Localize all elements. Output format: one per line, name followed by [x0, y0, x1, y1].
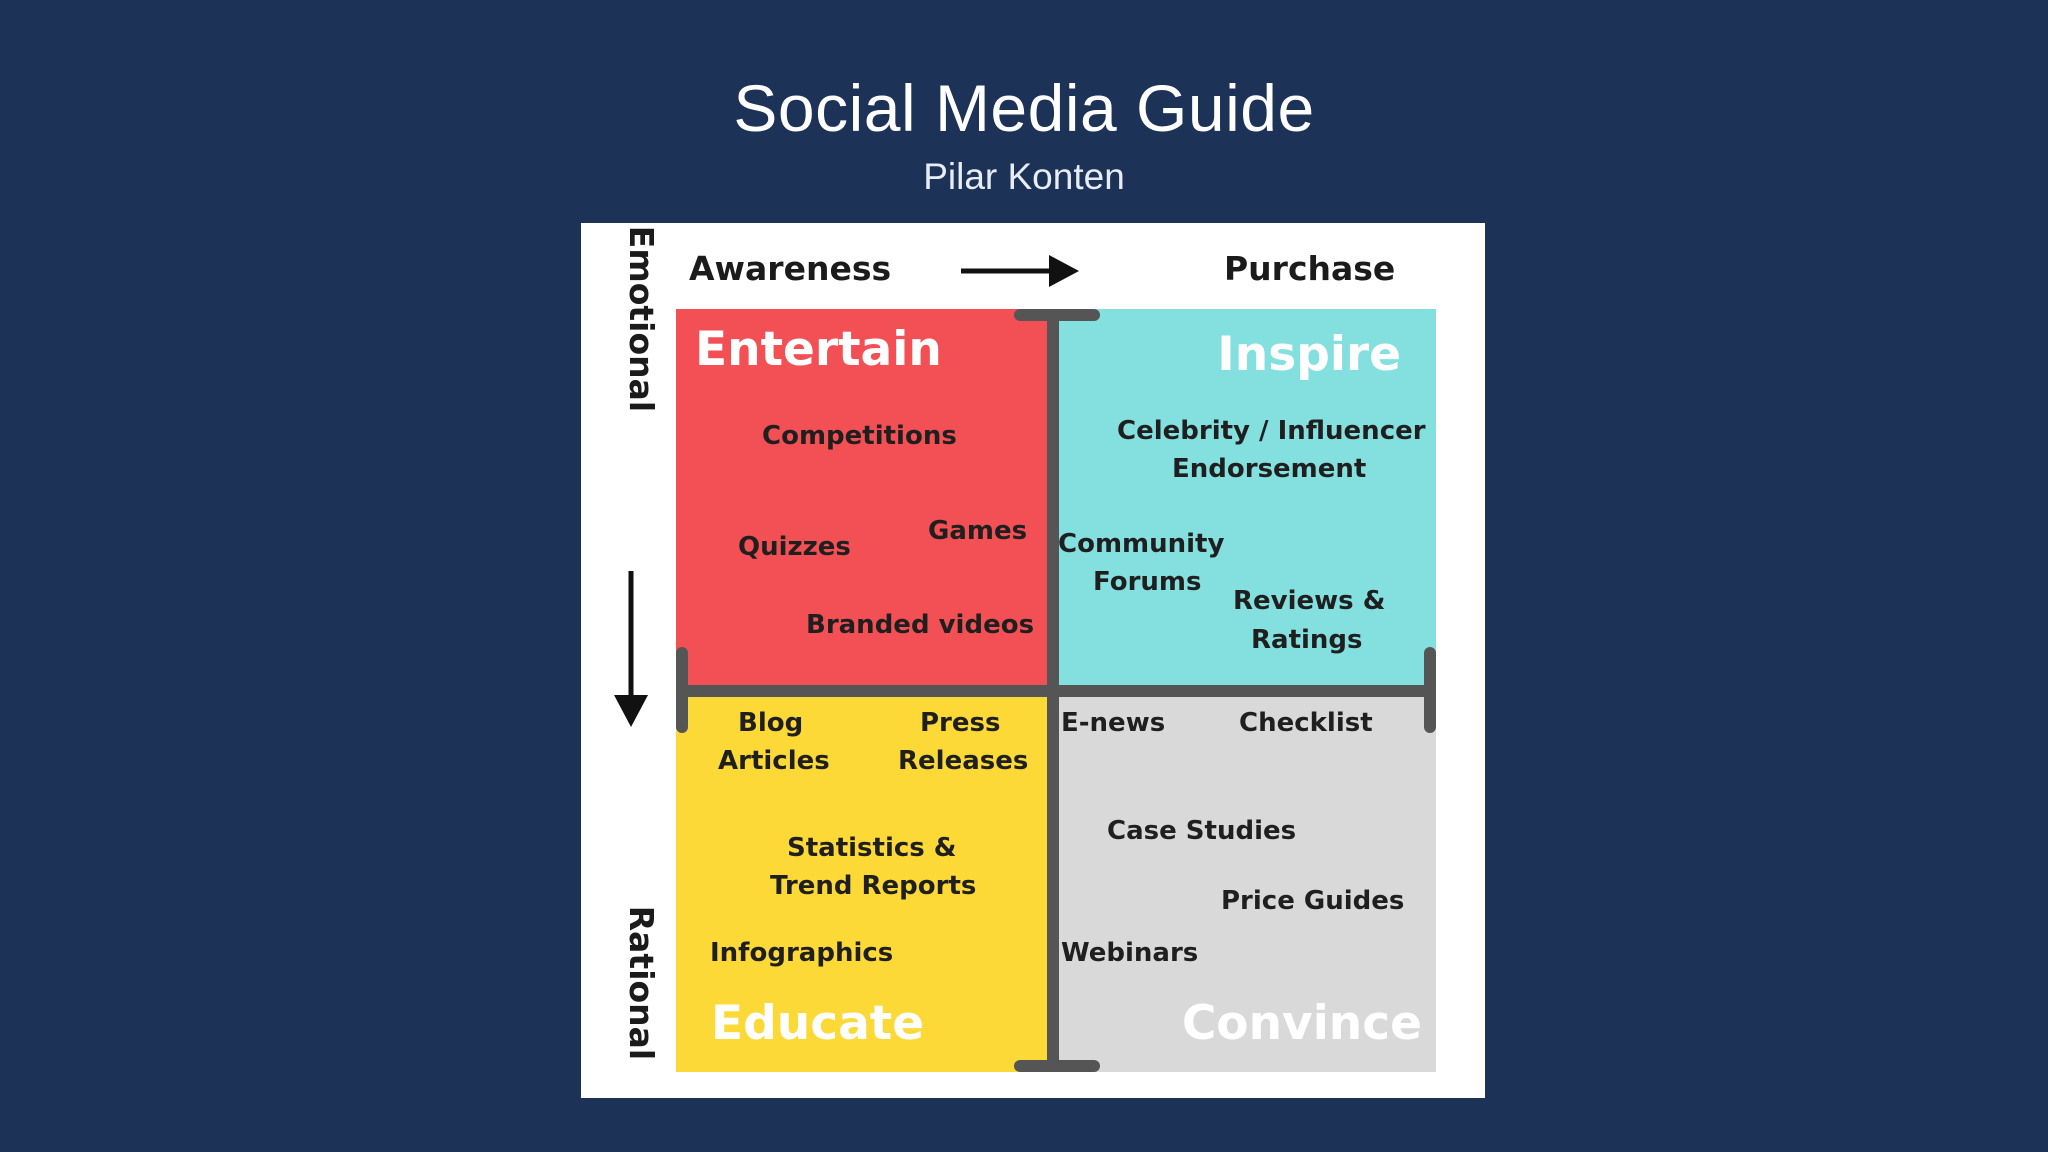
item-press: Press — [920, 708, 1001, 738]
quadrant-title-inspire: Inspire — [1217, 327, 1401, 382]
slide-title: Social Media Guide — [733, 71, 1315, 145]
item-case-studies: Case Studies — [1107, 816, 1297, 846]
item-celebrity-influencer: Celebrity / Influencer — [1117, 416, 1426, 446]
horizontal-divider — [676, 685, 1436, 697]
quadrant-title-educate: Educate — [711, 996, 925, 1051]
quadrant-educate: Blog Articles Press Releases Statistics … — [676, 690, 1053, 1072]
item-ratings: Ratings — [1251, 625, 1363, 655]
item-articles: Articles — [718, 746, 830, 776]
item-blog: Blog — [738, 708, 804, 738]
item-community: Community — [1058, 529, 1225, 559]
vertical-divider-bottom-cap — [1014, 1060, 1100, 1072]
horizontal-divider-right-cap — [1424, 647, 1436, 733]
quadrant-title-entertain: Entertain — [695, 322, 942, 377]
item-webinars: Webinars — [1061, 938, 1199, 968]
content-pillars-diagram: Awareness Purchase Emotional Rational En… — [581, 223, 1485, 1098]
item-games: Games — [928, 516, 1028, 546]
vertical-divider-top-cap — [1014, 309, 1100, 321]
item-releases: Releases — [898, 746, 1029, 776]
horizontal-divider-left-cap — [676, 647, 688, 733]
quadrant-convince: E-news Checklist Case Studies Price Guid… — [1053, 690, 1436, 1072]
item-price-guides: Price Guides — [1221, 886, 1405, 916]
axis-label-rational: Rational — [622, 905, 661, 1061]
axis-label-emotional: Emotional — [622, 225, 661, 413]
item-forums: Forums — [1093, 567, 1202, 597]
item-quizzes: Quizzes — [738, 532, 851, 562]
arrow-down-icon — [614, 571, 648, 727]
axis-label-purchase: Purchase — [1224, 249, 1396, 288]
item-e-news: E-news — [1061, 708, 1166, 738]
item-branded-videos: Branded videos — [806, 610, 1035, 640]
quadrant-title-convince: Convince — [1181, 996, 1422, 1051]
item-competitions: Competitions — [762, 421, 957, 451]
item-trend-reports: Trend Reports — [770, 871, 977, 901]
item-checklist: Checklist — [1239, 708, 1373, 738]
arrow-right-icon — [961, 255, 1079, 287]
slide-subtitle: Pilar Konten — [923, 156, 1125, 197]
quadrant-inspire: Inspire Celebrity / Influencer Endorseme… — [1053, 309, 1436, 690]
item-infographics: Infographics — [710, 938, 894, 968]
axis-label-awareness: Awareness — [689, 249, 892, 288]
item-statistics: Statistics & — [787, 833, 957, 863]
item-reviews: Reviews & — [1233, 586, 1386, 616]
quadrant-entertain: Entertain Competitions Games Quizzes Bra… — [676, 309, 1053, 690]
item-endorsement: Endorsement — [1172, 454, 1367, 484]
